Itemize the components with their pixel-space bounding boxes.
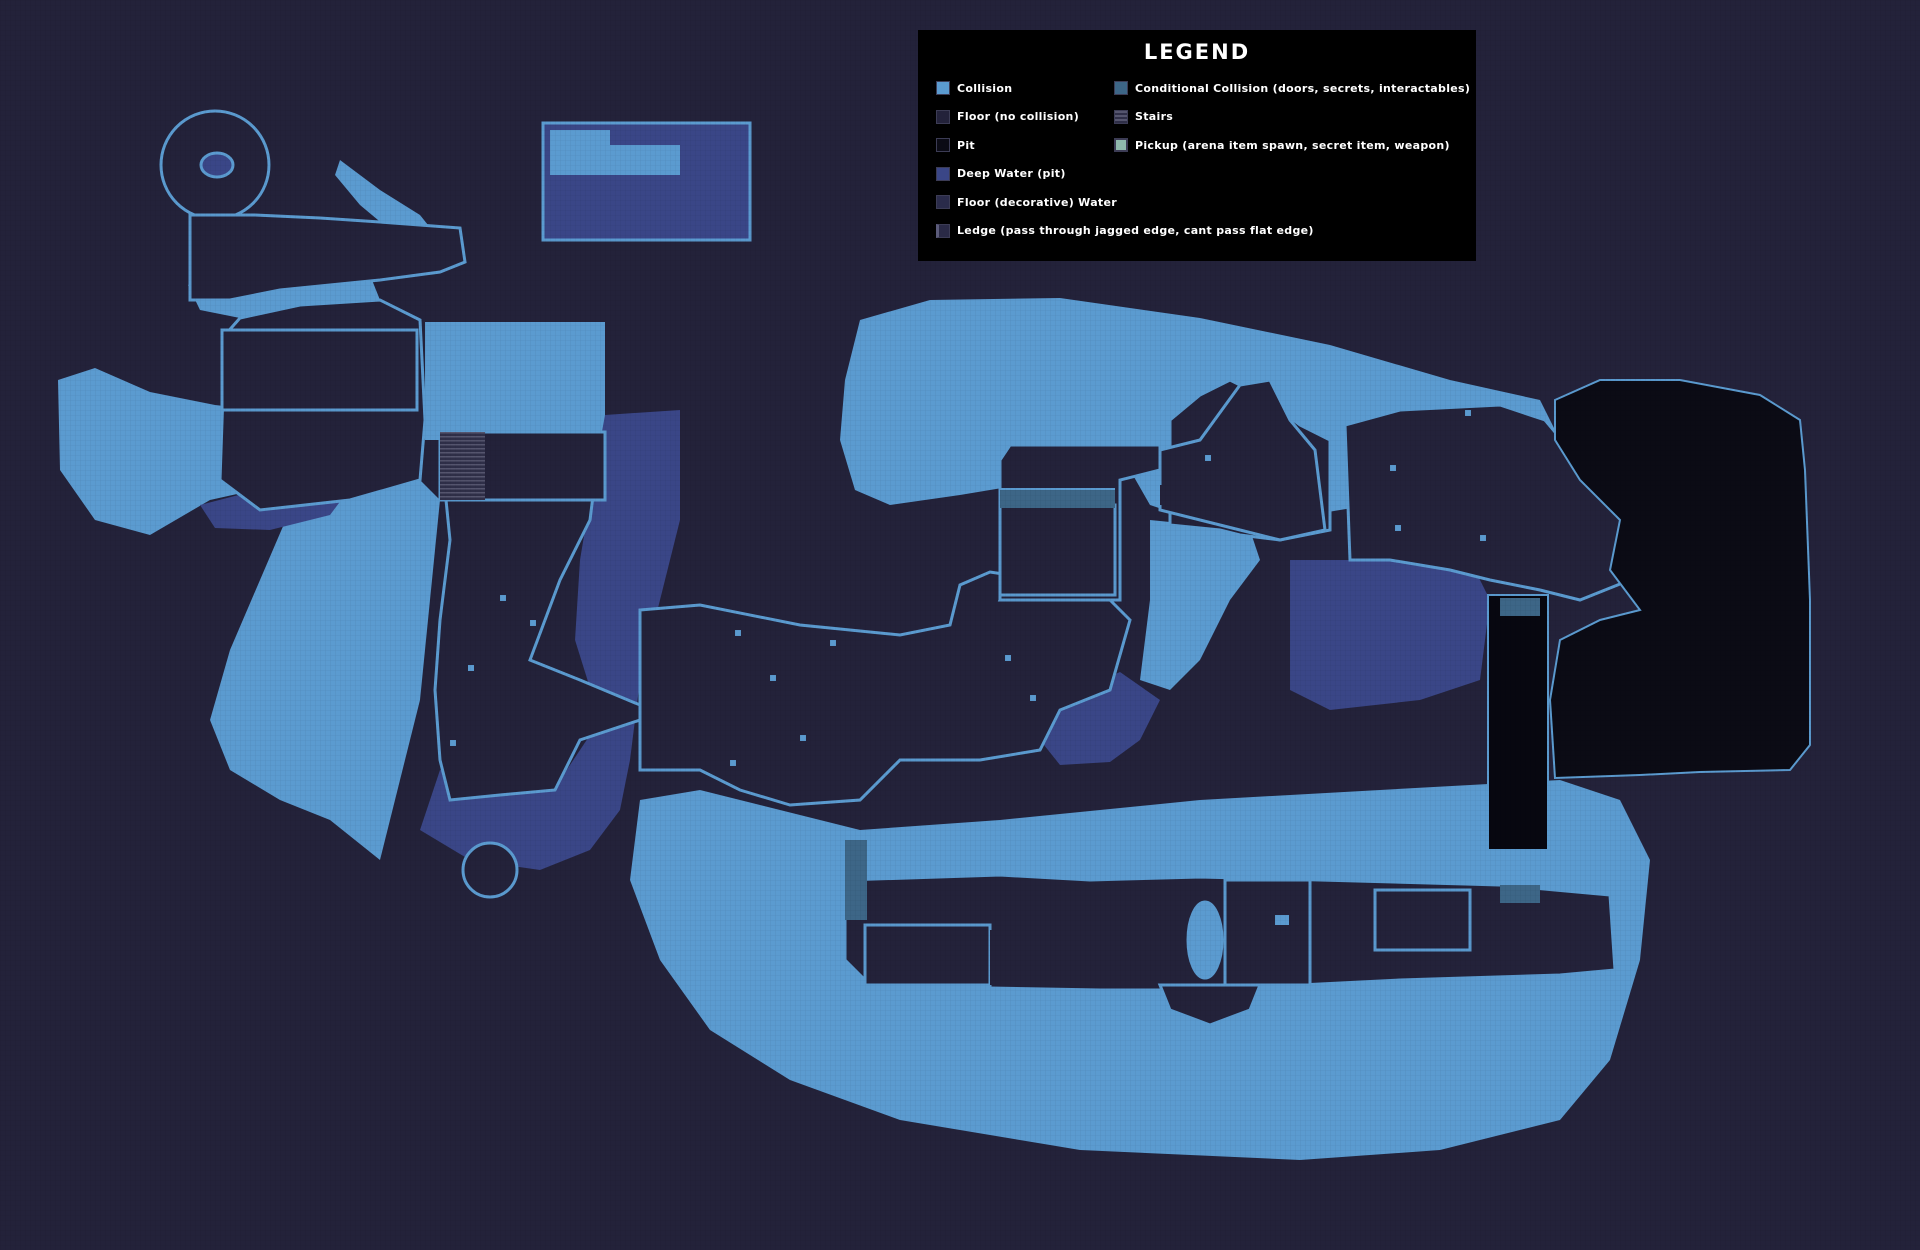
- legend-item-pickup: Pickup (arena item spawn, secret item, w…: [1114, 131, 1470, 160]
- legend-label: Pickup (arena item spawn, secret item, w…: [1135, 138, 1450, 152]
- legend-label: Ledge (pass through jagged edge, cant pa…: [957, 224, 1314, 238]
- legend-title: LEGEND: [1143, 40, 1251, 64]
- legend-label: Conditional Collision (doors, secrets, i…: [1135, 81, 1471, 95]
- legend-panel: LEGEND Collision Floor (no collision) Pi…: [918, 30, 1476, 261]
- legend-item-conditional-collision: Conditional Collision (doors, secrets, i…: [1114, 74, 1470, 103]
- legend-label: Pit: [957, 138, 975, 152]
- stairs-swatch-icon: [1114, 109, 1128, 124]
- legend-item-decorative-water: Floor (decorative) Water: [936, 188, 1117, 217]
- legend-label: Floor (no collision): [957, 110, 1080, 124]
- legend-item-ledge: Ledge (pass through jagged edge, cant pa…: [936, 217, 1456, 246]
- ledge-swatch-icon: [936, 223, 950, 238]
- legend-item-stairs: Stairs: [1114, 103, 1470, 132]
- pit-swatch-icon: [936, 138, 950, 153]
- legend-label: Collision: [957, 81, 1013, 95]
- conditional-swatch-icon: [1114, 81, 1128, 96]
- legend-item-deep-water: Deep Water (pit): [936, 160, 1114, 189]
- legend-item-floor: Floor (no collision): [936, 103, 1114, 132]
- floor-swatch-icon: [936, 109, 950, 124]
- pickup-swatch-icon: [1114, 138, 1128, 153]
- legend-item-collision: Collision: [936, 74, 1114, 103]
- legend-item-pit: Pit: [936, 131, 1114, 160]
- legend-label: Floor (decorative) Water: [957, 195, 1117, 209]
- legend-label: Deep Water (pit): [957, 167, 1066, 181]
- legend-label: Stairs: [1135, 110, 1174, 124]
- collision-swatch-icon: [936, 81, 950, 96]
- decorative-water-swatch-icon: [936, 195, 950, 210]
- deep-water-swatch-icon: [936, 166, 950, 181]
